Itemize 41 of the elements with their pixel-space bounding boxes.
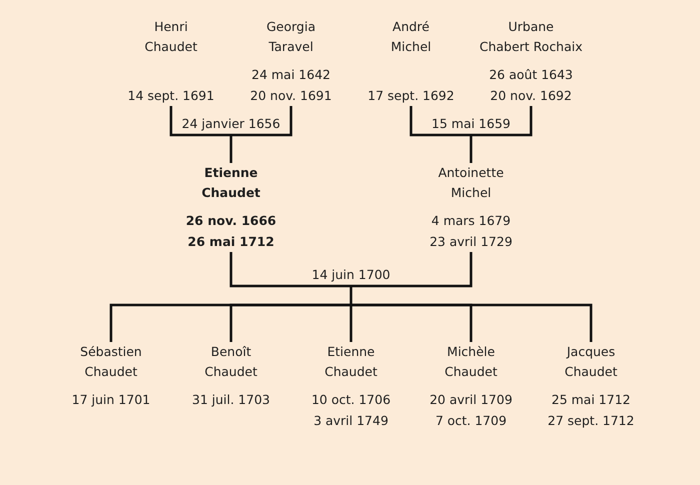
life-date: 20 nov. 1691	[249, 87, 333, 105]
life-date: 10 oct. 1706	[310, 391, 392, 409]
family-line	[350, 286, 352, 305]
life-date: 17 sept. 1692	[366, 87, 456, 105]
life-date: 26 mai 1712	[186, 233, 276, 251]
person-name: Henri Chaudet	[144, 18, 198, 56]
family-line	[351, 304, 592, 342]
family-line	[471, 106, 532, 136]
life-date: 17 juin 1701	[70, 391, 152, 409]
life-date: 4 mars 1679	[430, 212, 512, 230]
person-name: Michèle Chaudet	[444, 343, 498, 381]
family-line	[351, 252, 472, 288]
person-name: Antoinette Michel	[437, 164, 505, 202]
family-line	[470, 135, 472, 163]
family-line	[230, 135, 232, 163]
person-name: Georgia Taravel	[265, 18, 316, 56]
family-line	[170, 106, 231, 136]
person-name: André Michel	[390, 18, 432, 56]
family-line	[231, 106, 292, 136]
person-name: Urbane Chabert Rochaix	[478, 18, 584, 56]
life-date: 26 août 1643	[488, 66, 574, 84]
life-date: 31 juil. 1703	[191, 391, 271, 409]
life-date: 7 oct. 1709	[434, 412, 508, 430]
life-date: 26 nov. 1666	[184, 212, 278, 230]
family-line	[350, 304, 352, 342]
life-date: 20 avril 1709	[428, 391, 514, 409]
life-date: 27 sept. 1712	[546, 412, 636, 430]
person-name: Sébastien Chaudet	[79, 343, 143, 381]
person-name: Jacques Chaudet	[564, 343, 618, 381]
family-line	[410, 106, 471, 136]
life-date: 20 nov. 1692	[489, 87, 573, 105]
life-date: 14 sept. 1691	[126, 87, 216, 105]
person-name: Etienne Chaudet	[200, 164, 262, 202]
person-name: Benoît Chaudet	[204, 343, 258, 381]
life-date: 24 mai 1642	[250, 66, 332, 84]
life-date: 25 mai 1712	[550, 391, 632, 409]
family-line	[230, 252, 351, 288]
life-date: 23 avril 1729	[428, 233, 514, 251]
family-line	[230, 304, 351, 342]
person-name: Etienne Chaudet	[324, 343, 378, 381]
life-date: 3 avril 1749	[312, 412, 390, 430]
